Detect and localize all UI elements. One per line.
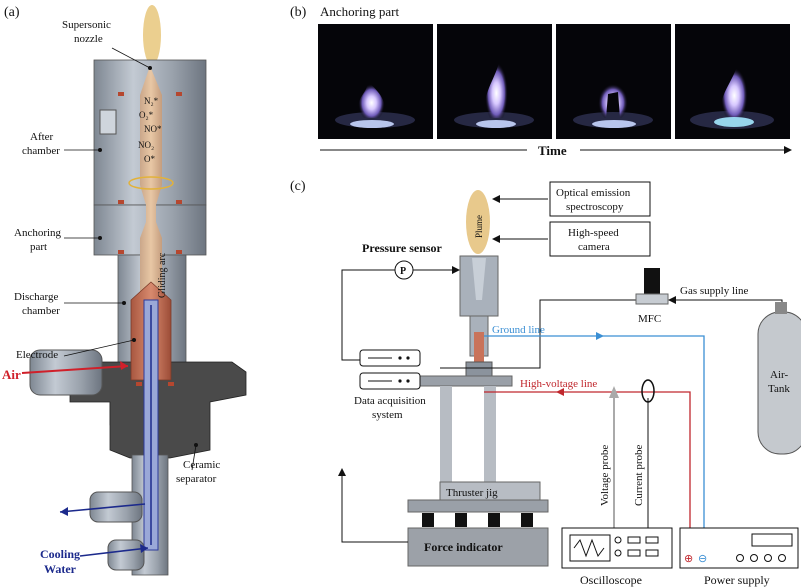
daq-label-1: Data acquisition [354,395,426,407]
voltage-probe-label: Voltage probe [599,445,611,506]
force-indicator-box [407,527,549,567]
hsc-label-2: camera [578,241,610,253]
hsc-box [549,221,651,257]
gas-cavity [140,66,162,330]
mfc-block [644,268,660,294]
swirl-indicator [128,176,174,190]
thruster-schematic [459,255,499,377]
species-o: O* [144,154,155,164]
nozzle-plume [143,5,161,65]
time-label: Time [538,143,567,158]
species-no2: NO₂ [138,140,154,150]
label-electrode: Electrode [16,349,58,361]
label-cooling-water: Water [44,562,77,576]
jig-leg-right [484,386,496,482]
photo-1 [318,24,433,139]
high-voltage-line-label: High-voltage line [520,378,597,390]
species-o2: O₂* [139,110,154,120]
label-discharge: Discharge [14,291,59,303]
thruster-cross-section: N₂* O₂* NO* NO₂ O* Gliding arc [21,5,247,576]
gas-feed-line [440,299,638,369]
label-nozzle: nozzle [74,33,103,45]
oes-box [549,181,651,217]
panel-a-label: (a) [4,5,20,20]
high-voltage-line [484,391,691,555]
jig-leg-left [440,386,452,482]
panel-b-label: (b) [290,5,307,20]
photo-4 [675,24,790,139]
power-supply-device [679,527,799,569]
power-supply-label: Power supply [704,573,770,587]
panel-a-leaders [63,47,197,471]
label-ceramic-separator: separator [176,473,217,485]
label-anchoring-part: part [30,241,47,253]
daq-label-2: system [372,409,403,421]
tank-label-1: Air- [770,369,788,381]
gliding-arc-label: Gliding arc [157,252,168,298]
species-n2: N₂* [144,96,159,106]
plume [466,190,490,254]
current-probe-label: Current probe [633,444,645,506]
mfc-valve [635,293,669,305]
thruster-jig-label: Thruster jig [446,487,498,499]
oes-label-2: spectroscopy [566,201,624,213]
species-no: NO* [144,124,162,134]
tank-label-2: Tank [768,383,790,395]
ground-line [484,335,705,555]
daq-device [359,349,421,390]
mfc-label: MFC [638,313,661,325]
photo-sequence [318,24,790,139]
oes-label-1: Optical emission [556,187,631,199]
panel-a-leader-dots [98,66,198,447]
label-discharge-chamber: chamber [22,305,60,317]
label-after-chamber: chamber [22,145,60,157]
photo-3 [556,24,671,139]
gas-supply-line-label: Gas supply line [680,285,749,297]
air-arrow [21,365,129,374]
plume-label: Plume [474,215,484,238]
cooling-in-arrow [79,547,149,557]
jig-plate [407,499,549,513]
hsc-label-1: High-speed [568,227,619,239]
cooling-inlet-port [107,539,145,571]
panel-b-title: Anchoring part [320,4,399,19]
pressure-sensor-label: Pressure sensor [362,241,443,255]
side-port [99,109,117,135]
ground-line-label: Ground line [492,324,545,336]
load-cells [422,513,533,527]
minus-terminal: ⊖ [698,553,707,565]
current-probe-ring [641,379,655,403]
label-after: After [30,131,54,143]
jig-top-plate [413,375,513,387]
oscilloscope-label: Oscilloscope [580,573,642,587]
seal-markers [118,92,182,386]
label-cooling: Cooling [40,547,80,561]
force-indicator-label: Force indicator [424,540,503,554]
label-anchoring: Anchoring [14,227,62,239]
photo-2 [437,24,552,139]
label-ceramic: Ceramic [183,459,220,471]
gas-supply-line [668,296,783,310]
oscilloscope-device [561,527,673,569]
tank-valve [775,302,787,314]
label-air: Air [2,367,21,382]
cooling-out-arrow [59,503,146,513]
label-supersonic: Supersonic [62,19,111,31]
panel-c-label: (c) [290,179,306,194]
pressure-p: P [400,266,406,277]
plus-terminal: ⊕ [684,553,693,565]
